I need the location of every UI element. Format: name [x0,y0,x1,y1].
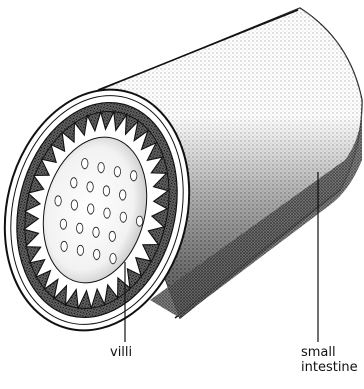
villus [77,223,83,233]
villus [120,212,126,222]
villus [94,249,100,259]
villus [71,200,77,210]
villus [87,182,93,192]
villus [55,196,61,206]
villus [110,254,116,264]
small-intestine-label: small intestine [301,345,358,375]
villus [131,171,137,181]
villus [114,167,120,177]
small-intestine-label-line-1: small [301,345,358,360]
villi-label: villi [110,345,132,360]
villus [136,216,142,226]
villus [61,241,67,251]
villus [71,178,77,188]
villus [120,190,126,200]
villus [93,227,99,237]
villus [103,186,109,196]
villus [88,204,94,214]
villus [98,163,104,173]
villus [109,231,115,241]
villus [77,245,83,255]
villus [60,219,66,229]
villus [104,208,110,218]
small-intestine-label-line-2: intestine [301,360,358,375]
villus [82,159,88,169]
